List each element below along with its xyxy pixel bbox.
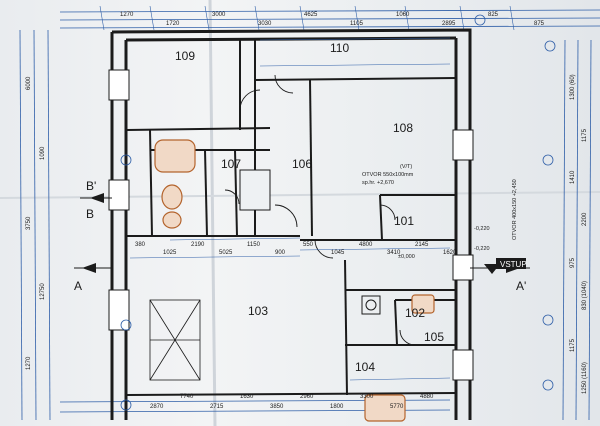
- dimension-value: 7740: [180, 394, 194, 400]
- interior-walls: [125, 40, 457, 396]
- dimension-value: 1105: [350, 21, 364, 27]
- room-label-103: 103: [248, 304, 268, 318]
- dimension-value: 5770: [390, 404, 404, 410]
- kitchen-fixtures: [239, 169, 381, 315]
- paper-fold: [208, 0, 217, 426]
- dimension-value: 1025: [163, 250, 177, 256]
- level-values: -0,220 -0,220 ±0,000: [398, 226, 490, 260]
- room-label-101: 101: [394, 214, 414, 228]
- dimension-value: 1270: [120, 12, 134, 18]
- room-labels: 109 110 108 107 106 101 103 102 104 105: [175, 41, 444, 374]
- opening-note-line1: OTVOR 550x100mm: [362, 172, 414, 178]
- grid-bubbles: [120, 14, 556, 411]
- dimension-value: 3850: [270, 404, 284, 410]
- room-label-102: 102: [405, 306, 425, 320]
- room-label-109: 109: [175, 49, 195, 63]
- dimension-value: 1630: [240, 394, 254, 400]
- level-value: ±0,000: [398, 254, 415, 260]
- door-swings: [224, 74, 416, 346]
- dimension-value: 825: [488, 12, 499, 18]
- dimension-value: 5025: [219, 250, 233, 256]
- dimension-row-mid: 380 1025 2190 5025 1150 900 550 1045 4800 3410 214…: [135, 242, 457, 256]
- dimension-value: 975: [570, 257, 576, 268]
- dimension-value: 1045: [331, 250, 345, 256]
- dimension-column-right: 1300 (60) 1175 1410 2200 975 830 (1040) 1175 12…: [570, 74, 588, 394]
- dimension-value: 830 (1040): [582, 281, 588, 310]
- stair-block: [149, 299, 201, 381]
- dimension-value: 2895: [442, 21, 456, 27]
- room-label-110: 110: [330, 41, 349, 55]
- dimension-row-bottom: 2870 7740 2715 1630 3850 2960 1800 3300 5770 4880: [150, 394, 434, 410]
- dimension-value: 2190: [191, 242, 205, 248]
- dimension-value: 6000: [26, 76, 32, 90]
- dimension-value: 2145: [415, 242, 429, 248]
- dimension-value: 380: [135, 242, 146, 248]
- section-marks: A A' B B': [74, 179, 526, 293]
- section-mark-b: B: [86, 207, 94, 221]
- entrance-tag: [496, 258, 526, 269]
- right-opening-note: OTVOR 400x150 +2,450: [512, 179, 518, 240]
- room-label-106: 106: [292, 157, 312, 171]
- dimension-value: 1300 (60): [570, 74, 576, 100]
- dimension-value: 4880: [420, 394, 434, 400]
- dimension-value: 1150: [247, 242, 261, 248]
- opening-note-line2: sp.hr. +2,670: [362, 180, 394, 186]
- bathroom-fixtures: [154, 139, 435, 422]
- dimension-value: 4625: [304, 12, 318, 18]
- dimension-value: 1800: [330, 404, 344, 410]
- dimension-value: 2960: [300, 394, 314, 400]
- dimension-column-left: 6000 1090 3750 12750 1270: [26, 76, 46, 370]
- dimension-value: 875: [534, 21, 545, 27]
- dimension-value: 1270: [26, 356, 32, 370]
- section-mark-a-prime: A': [516, 279, 526, 293]
- dimension-value: 1175: [570, 338, 576, 352]
- entrance-label: VSTUP: [500, 260, 527, 269]
- dimension-value: 1060: [396, 12, 410, 18]
- dimension-value: 3030: [258, 21, 272, 27]
- level-value: -0,220: [474, 246, 490, 252]
- room-label-104: 104: [355, 360, 375, 374]
- dimension-value: 2870: [150, 404, 164, 410]
- dimension-value: 1620: [443, 250, 457, 256]
- section-mark-a: A: [74, 279, 82, 293]
- section-mark-b-prime: B': [86, 179, 96, 193]
- room-label-108: 108: [393, 121, 413, 135]
- dimension-value: 4800: [359, 242, 373, 248]
- dimension-value: 1090: [40, 146, 46, 160]
- dimension-value: 1250 (1160): [582, 362, 588, 394]
- dimension-value: 2200: [582, 212, 588, 226]
- room-label-105: 105: [424, 330, 444, 344]
- opening-note-tag: (V/T): [400, 164, 412, 170]
- dimension-value: 3750: [26, 216, 32, 230]
- dimension-value: 1720: [166, 21, 180, 27]
- annotation-leaders: [129, 37, 451, 381]
- dimension-value: 1175: [582, 128, 588, 142]
- dimension-value: 2715: [210, 404, 224, 410]
- dimension-value: 550: [303, 242, 314, 248]
- dimension-value: 3300: [360, 394, 374, 400]
- dimension-value: 3000: [212, 12, 226, 18]
- dimension-value: 1410: [570, 170, 576, 184]
- level-value: -0,220: [474, 226, 490, 232]
- opening-note: OTVOR 550x100mm sp.hr. +2,670 (V/T): [362, 164, 414, 186]
- room-label-107: 107: [221, 157, 241, 171]
- dimension-value: 12750: [40, 283, 46, 300]
- dimension-value: 3410: [387, 250, 401, 256]
- windows: [108, 69, 474, 381]
- dimension-value: 900: [275, 250, 286, 256]
- dimension-ticks: [99, 5, 515, 31]
- dimension-row-top: 1270 1720 3000 3030 4625 1105 1060 2895 825 875: [120, 12, 545, 27]
